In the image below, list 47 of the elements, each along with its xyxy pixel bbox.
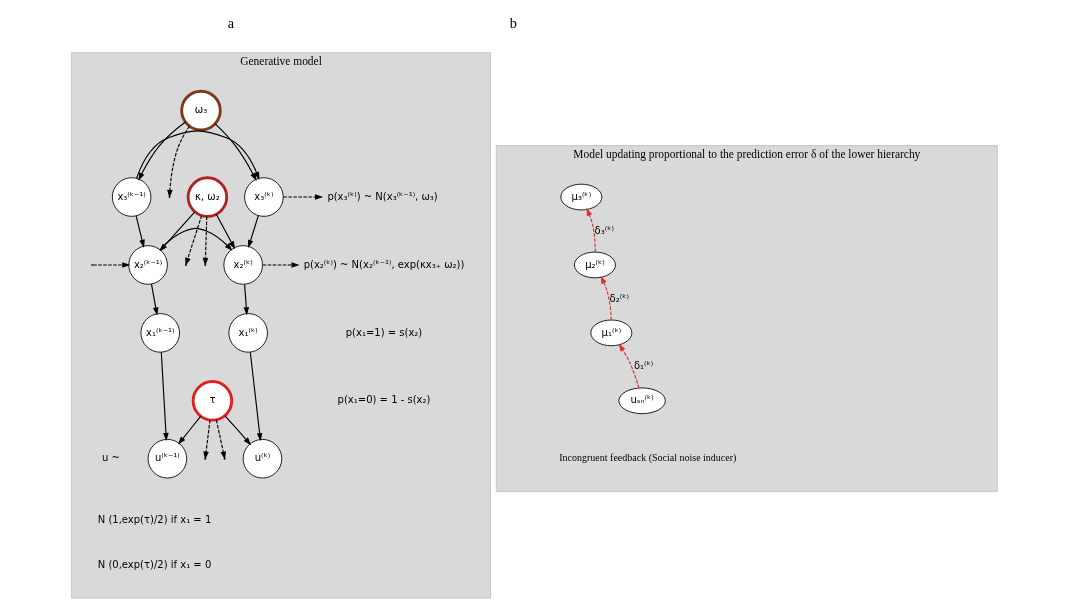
arrow <box>247 215 259 249</box>
node-circle: τ <box>191 380 233 422</box>
label: b <box>509 14 517 31</box>
label: a <box>227 14 234 31</box>
arrow <box>261 262 299 268</box>
edge-label: δ₂⁽ᵏ⁾ <box>609 292 629 304</box>
arrow <box>135 215 145 248</box>
arrow <box>214 123 257 181</box>
arrow <box>160 351 169 441</box>
node-ellipse: μ₂⁽ᵏ⁾ <box>573 251 616 279</box>
arrow <box>202 419 211 460</box>
edge-label: δ₃⁽ᵏ⁾ <box>594 224 614 236</box>
label: Incongruent feedback (Social noise inducer) <box>558 452 736 464</box>
label: N (1,exp(τ)/2) if x₁ = 1 <box>97 513 211 525</box>
arrow <box>215 213 235 250</box>
arrow <box>600 275 612 321</box>
edge-label: δ₁⁽ᵏ⁾ <box>633 360 653 372</box>
arrow <box>243 284 249 316</box>
arrow <box>150 283 158 316</box>
arrow <box>224 415 251 446</box>
arrow <box>137 121 186 181</box>
arrow <box>618 343 639 389</box>
label: u ~ <box>101 452 120 464</box>
label: p(x₁=1) = s(x₂) <box>345 326 422 338</box>
arrow <box>177 415 201 445</box>
label: N (0,exp(τ)/2) if x₁ = 0 <box>97 558 211 570</box>
node-text: p(x₂⁽ᵏ⁾) ~ N(x₂⁽ᵏ⁻¹⁾, exp(κx₃₊ ω₂)) <box>303 258 464 270</box>
arrow <box>135 130 259 180</box>
node-ellipse: μ₁⁽ᵏ⁾ <box>589 319 632 347</box>
node-circle: x₃⁽ᵏ⁻¹⁾ <box>111 177 151 217</box>
arrow <box>215 419 226 460</box>
arrow <box>249 351 262 442</box>
arrow <box>585 207 596 253</box>
arrow <box>282 194 323 200</box>
node-circle: x₁⁽ᵏ⁾ <box>227 313 268 353</box>
label: p(x₁=0) = 1 - s(x₂) <box>337 394 430 406</box>
node-ellipse: uₛₙ⁽ᵏ⁾ <box>617 387 666 415</box>
node-circle: u⁽ᵏ⁻¹⁾ <box>147 439 187 479</box>
node-circle: x₃⁽ᵏ⁾ <box>243 177 284 217</box>
node-circle: ω₃ <box>179 89 222 132</box>
node-text: p(x₃⁽ᵏ⁾) ~ N(x₃⁽ᵏ⁻¹⁾, ω₃) <box>326 190 438 202</box>
node-ellipse: μ₃⁽ᵏ⁾ <box>559 183 602 211</box>
node-circle: x₁⁽ᵏ⁻¹⁾ <box>140 313 180 353</box>
node-circle: κ, ω₂ <box>186 176 228 218</box>
arrow <box>202 216 208 266</box>
arrow <box>166 125 190 198</box>
arrow <box>92 262 130 268</box>
